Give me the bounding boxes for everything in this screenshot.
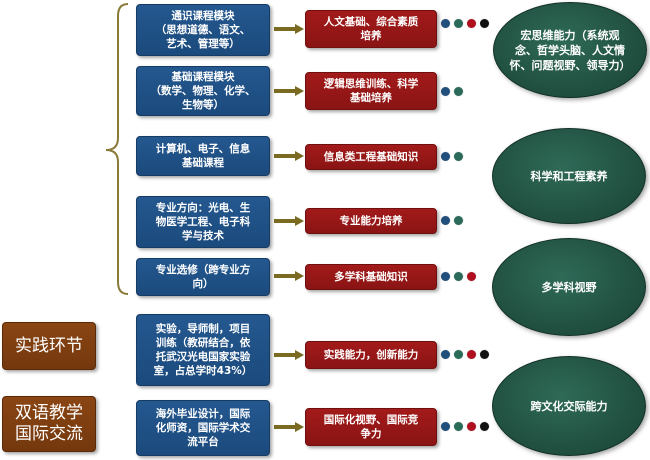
course-box-international: 海外毕业设计，国际 化师资，国际学术交 流平台 [136, 400, 270, 456]
arrow-right-icon [274, 24, 304, 34]
course-label: 基础课程模块 （数学、物理、化学、 生物等） [150, 71, 256, 111]
dot-green-icon [454, 19, 463, 28]
dot-black-icon [480, 19, 489, 28]
dot-blue-icon [441, 216, 450, 225]
outcome-box-logic: 逻辑思维训练、科学 基础培养 [305, 72, 437, 110]
arrow-right-icon [274, 86, 304, 96]
dot-green-icon [454, 422, 463, 431]
course-label: 专业方向：光电、生 物医学工程、电子科 学与技术 [155, 202, 251, 242]
dot-green-icon [454, 216, 463, 225]
outcome-label: 信息类工程基础知识 [323, 151, 419, 163]
dot-red-icon [467, 19, 476, 28]
outcome-label: 专业能力培养 [339, 215, 403, 227]
outcome-box-global: 国际化视野、国际竞 争力 [305, 408, 437, 446]
outcome-label: 人文基础、综合素质 培养 [323, 16, 419, 42]
course-label: 实验，导师制，项目 训练（教研结合，依 托武汉光电国家实验 室，占总学时43%） [153, 323, 253, 377]
dot-blue-icon [441, 152, 450, 161]
arrow-right-icon [274, 271, 304, 281]
arrow-right-icon [274, 422, 304, 432]
outcome-box-professional: 专业能力培养 [305, 208, 437, 234]
dot-black-icon [480, 350, 489, 359]
arrow-right-icon [274, 350, 304, 360]
course-box-electives: 专业选修（跨专业方 向） [136, 258, 270, 296]
course-label: 专业选修（跨专业方 向） [155, 264, 251, 290]
dot-blue-icon [441, 19, 450, 28]
course-box-foundation: 基础课程模块 （数学、物理、化学、 生物等） [136, 66, 270, 116]
ability-label: 多学科视野 [541, 280, 597, 294]
ability-ellipse-science-engineering: 科学和工程素养 [492, 128, 646, 224]
dot-green-icon [454, 272, 463, 281]
ability-ellipse-macro-thinking: 宏思维能力（系统观 念、哲学头脑、人文情 怀、问题视野、领导力） [493, 2, 647, 98]
arrow-right-icon [274, 151, 304, 161]
dot-red-icon [467, 422, 476, 431]
section-box-practice: 实践环节 [2, 322, 96, 370]
course-label: 计算机、电子、信息 基础课程 [155, 143, 251, 169]
ability-ellipse-cross-cultural: 跨文化交际能力 [492, 356, 646, 456]
course-box-computing-electronics: 计算机、电子、信息 基础课程 [136, 136, 270, 176]
section-label: 双语教学 国际交流 [15, 403, 83, 444]
ability-ellipse-multidisciplinary: 多学科视野 [492, 238, 646, 336]
dot-black-icon [480, 422, 489, 431]
section-box-bilingual: 双语教学 国际交流 [2, 396, 96, 452]
outcome-box-innovation: 实践能力，创新能力 [305, 341, 437, 369]
ability-label: 宏思维能力（系统观 念、哲学头脑、人文情 怀、问题视野、领导力） [509, 28, 631, 72]
course-box-practice: 实验，导师制，项目 训练（教研结合，依 托武汉光电国家实验 室，占总学时43%） [136, 314, 270, 386]
dot-green-icon [454, 152, 463, 161]
dot-green-icon [454, 87, 463, 96]
ability-label: 科学和工程素养 [530, 169, 608, 183]
arrow-right-icon [274, 216, 304, 226]
outcome-label: 逻辑思维训练、科学 基础培养 [323, 78, 419, 104]
ability-label: 跨文化交际能力 [530, 399, 608, 413]
outcome-label: 国际化视野、国际竞 争力 [323, 414, 419, 440]
dot-red-icon [467, 350, 476, 359]
outcome-label: 多学科基础知识 [334, 271, 408, 283]
outcome-box-engineering-basics: 信息类工程基础知识 [305, 144, 437, 170]
dot-blue-icon [441, 272, 450, 281]
dot-blue-icon [441, 422, 450, 431]
dot-blue-icon [441, 350, 450, 359]
course-box-general-education: 通识课程模块 （思想道德、语文、 艺术、管理等） [136, 4, 270, 56]
outcome-box-humanities: 人文基础、综合素质 培养 [305, 10, 437, 48]
outcome-box-multidisciplinary: 多学科基础知识 [305, 264, 437, 290]
outcome-label: 实践能力，创新能力 [323, 349, 419, 361]
dot-blue-icon [441, 87, 450, 96]
dot-green-icon [454, 350, 463, 359]
course-label: 海外毕业设计，国际 化师资，国际学术交 流平台 [155, 408, 251, 448]
course-label: 通识课程模块 （思想道德、语文、 艺术、管理等） [155, 10, 251, 50]
section-label: 实践环节 [15, 335, 83, 356]
course-box-major-direction: 专业方向：光电、生 物医学工程、电子科 学与技术 [136, 196, 270, 248]
dot-red-icon [467, 272, 476, 281]
